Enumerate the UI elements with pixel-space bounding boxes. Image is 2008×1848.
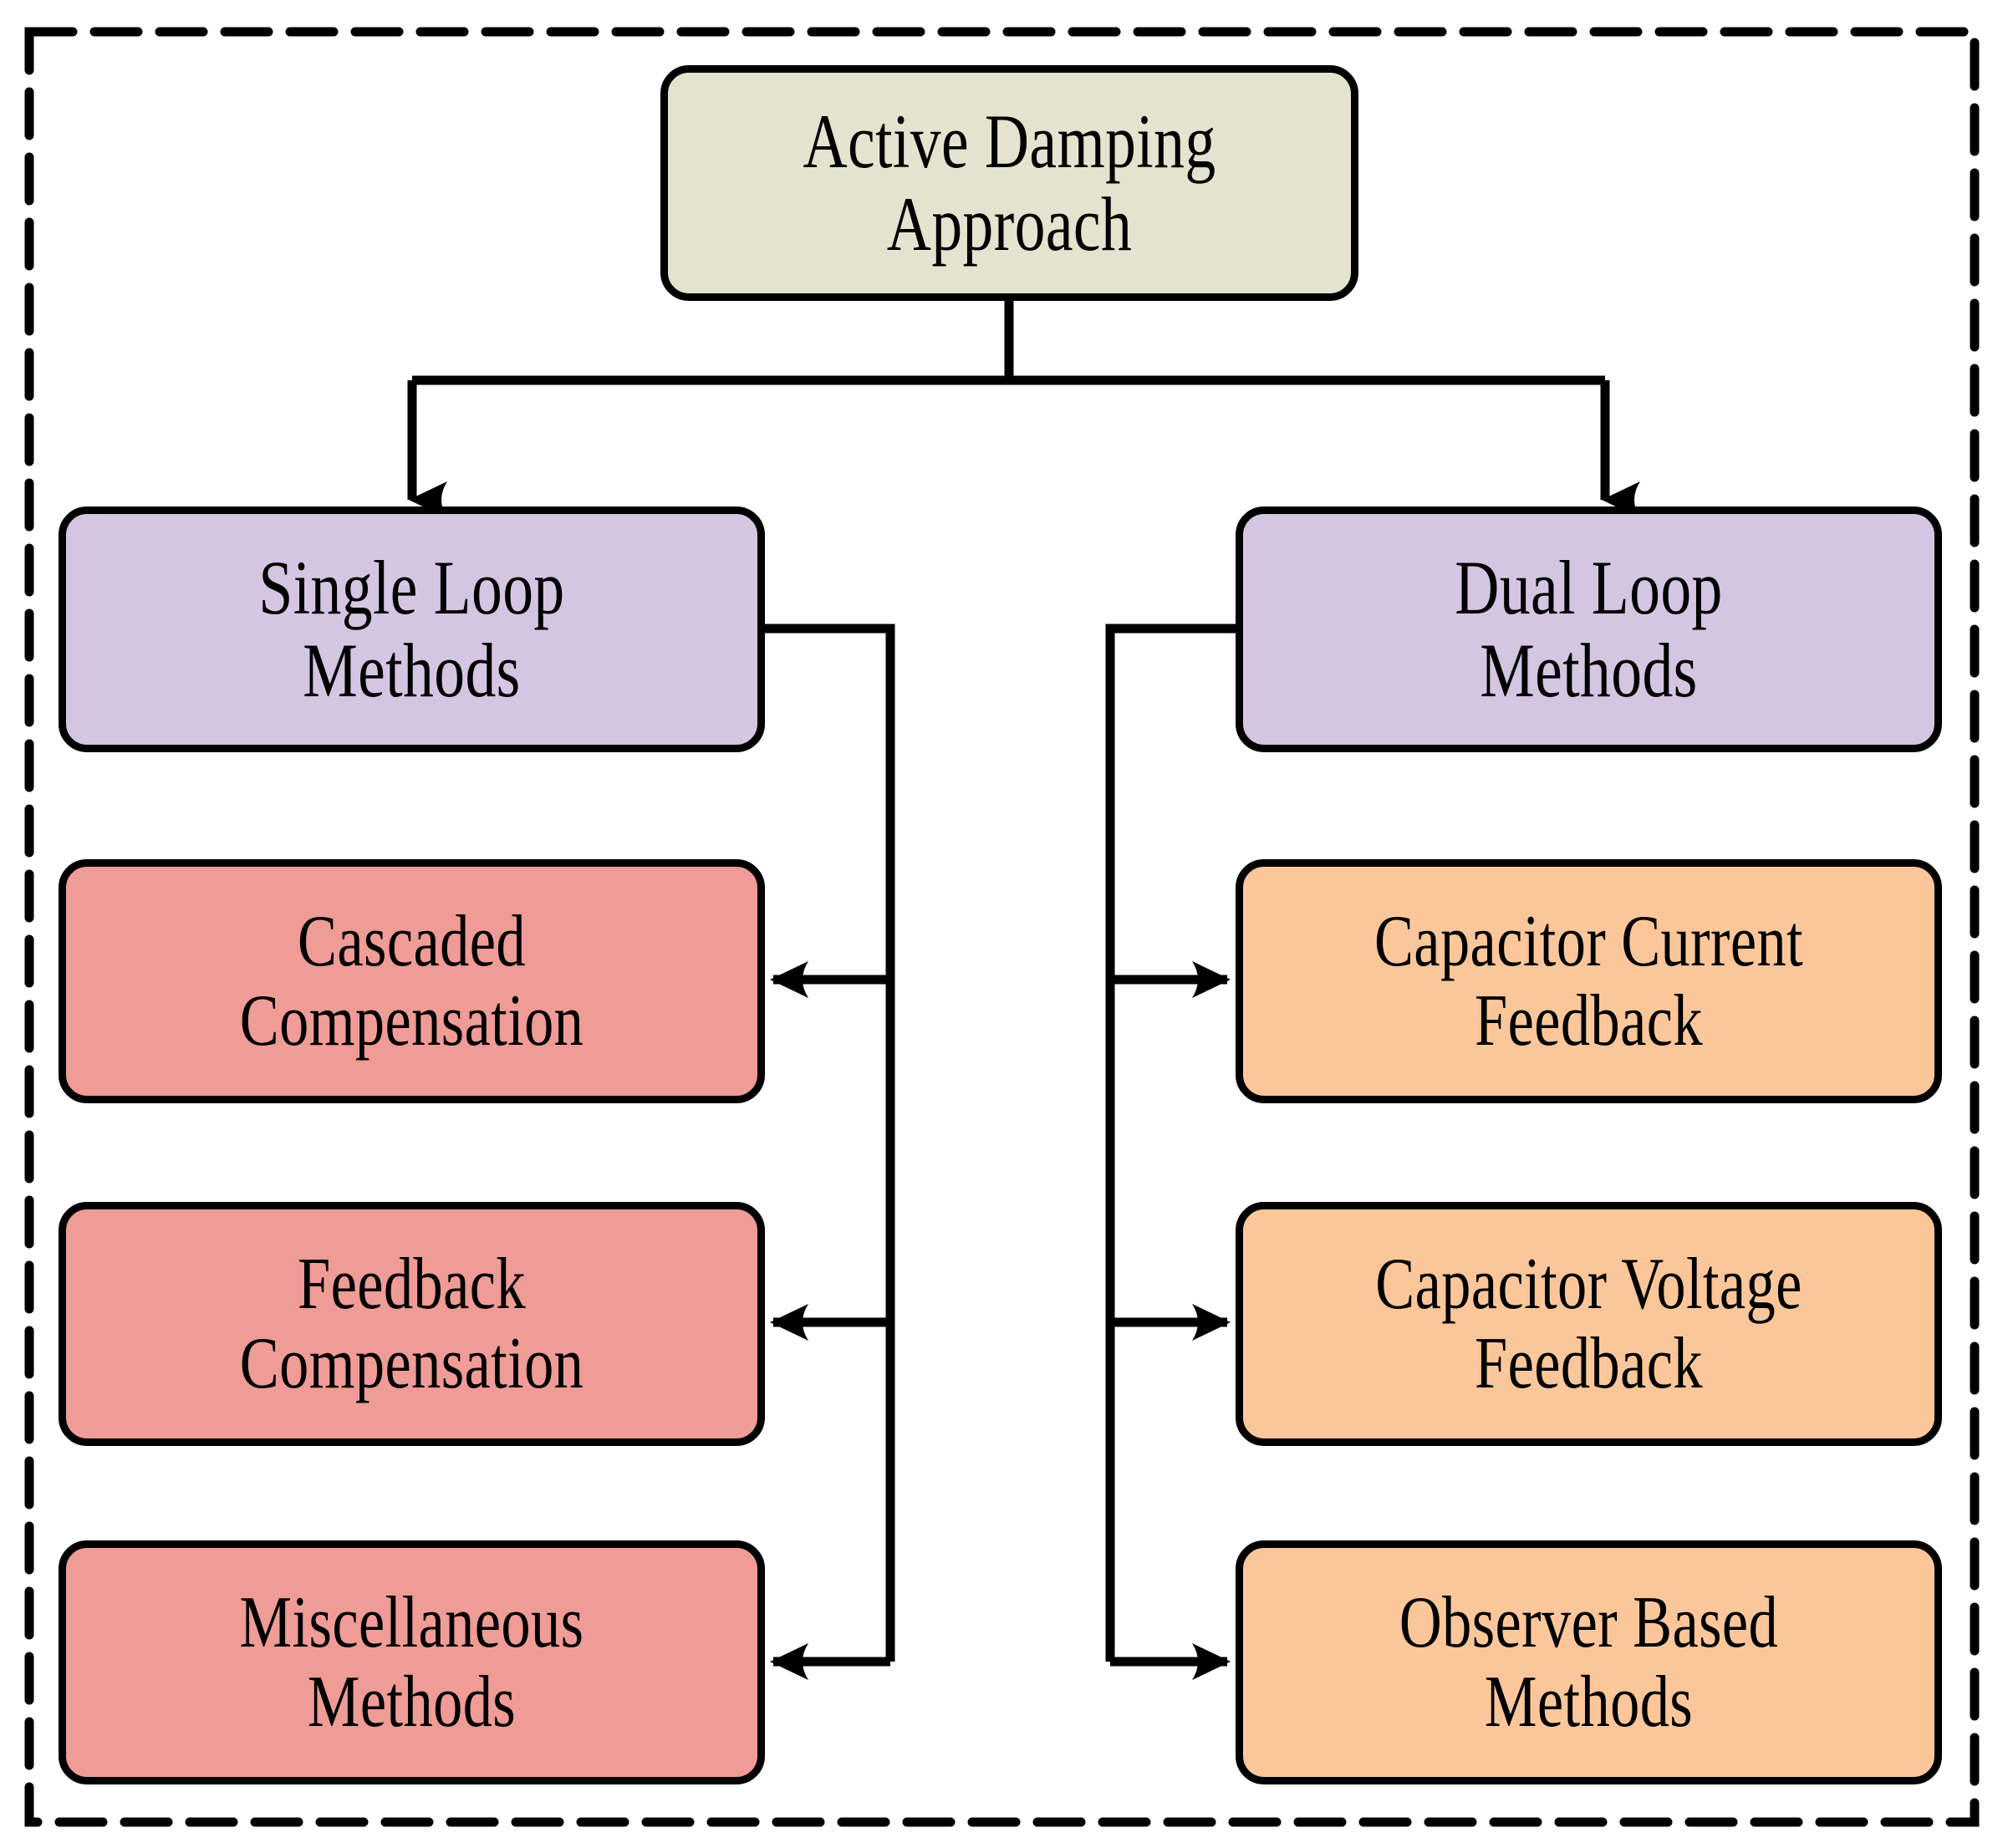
node-cascaded-compensation[interactable]: Cascaded Compensation (59, 859, 765, 1103)
node-label: Capacitor Current Feedback (1373, 900, 1804, 1061)
node-single-loop-methods[interactable]: Single Loop Methods (59, 507, 765, 752)
connector-dual-loop-trunk (1105, 624, 1236, 1662)
node-capacitor-voltage-feedback[interactable]: Capacitor Voltage Feedback (1236, 1202, 1942, 1446)
node-capacitor-current-feedback[interactable]: Capacitor Current Feedback (1236, 859, 1942, 1103)
node-label: Active Damping Approach (803, 98, 1216, 267)
connector-single-loop-trunk (765, 624, 895, 1662)
node-label: Miscellaneous Methods (239, 1581, 584, 1743)
node-feedback-compensation[interactable]: Feedback Compensation (59, 1202, 765, 1446)
node-label: Feedback Compensation (239, 1243, 584, 1404)
node-label: Single Loop Methods (258, 544, 565, 713)
node-observer-based-methods[interactable]: Observer Based Methods (1236, 1540, 1942, 1784)
node-label: Observer Based Methods (1399, 1581, 1779, 1743)
node-label: Dual Loop Methods (1455, 544, 1723, 713)
node-active-damping-approach[interactable]: Active Damping Approach (660, 65, 1358, 301)
node-label: Capacitor Voltage Feedback (1375, 1243, 1802, 1404)
outer-dashed-frame (24, 27, 1980, 1827)
node-miscellaneous-methods[interactable]: Miscellaneous Methods (59, 1540, 765, 1784)
node-dual-loop-methods[interactable]: Dual Loop Methods (1236, 507, 1942, 752)
node-label: Cascaded Compensation (239, 900, 584, 1061)
